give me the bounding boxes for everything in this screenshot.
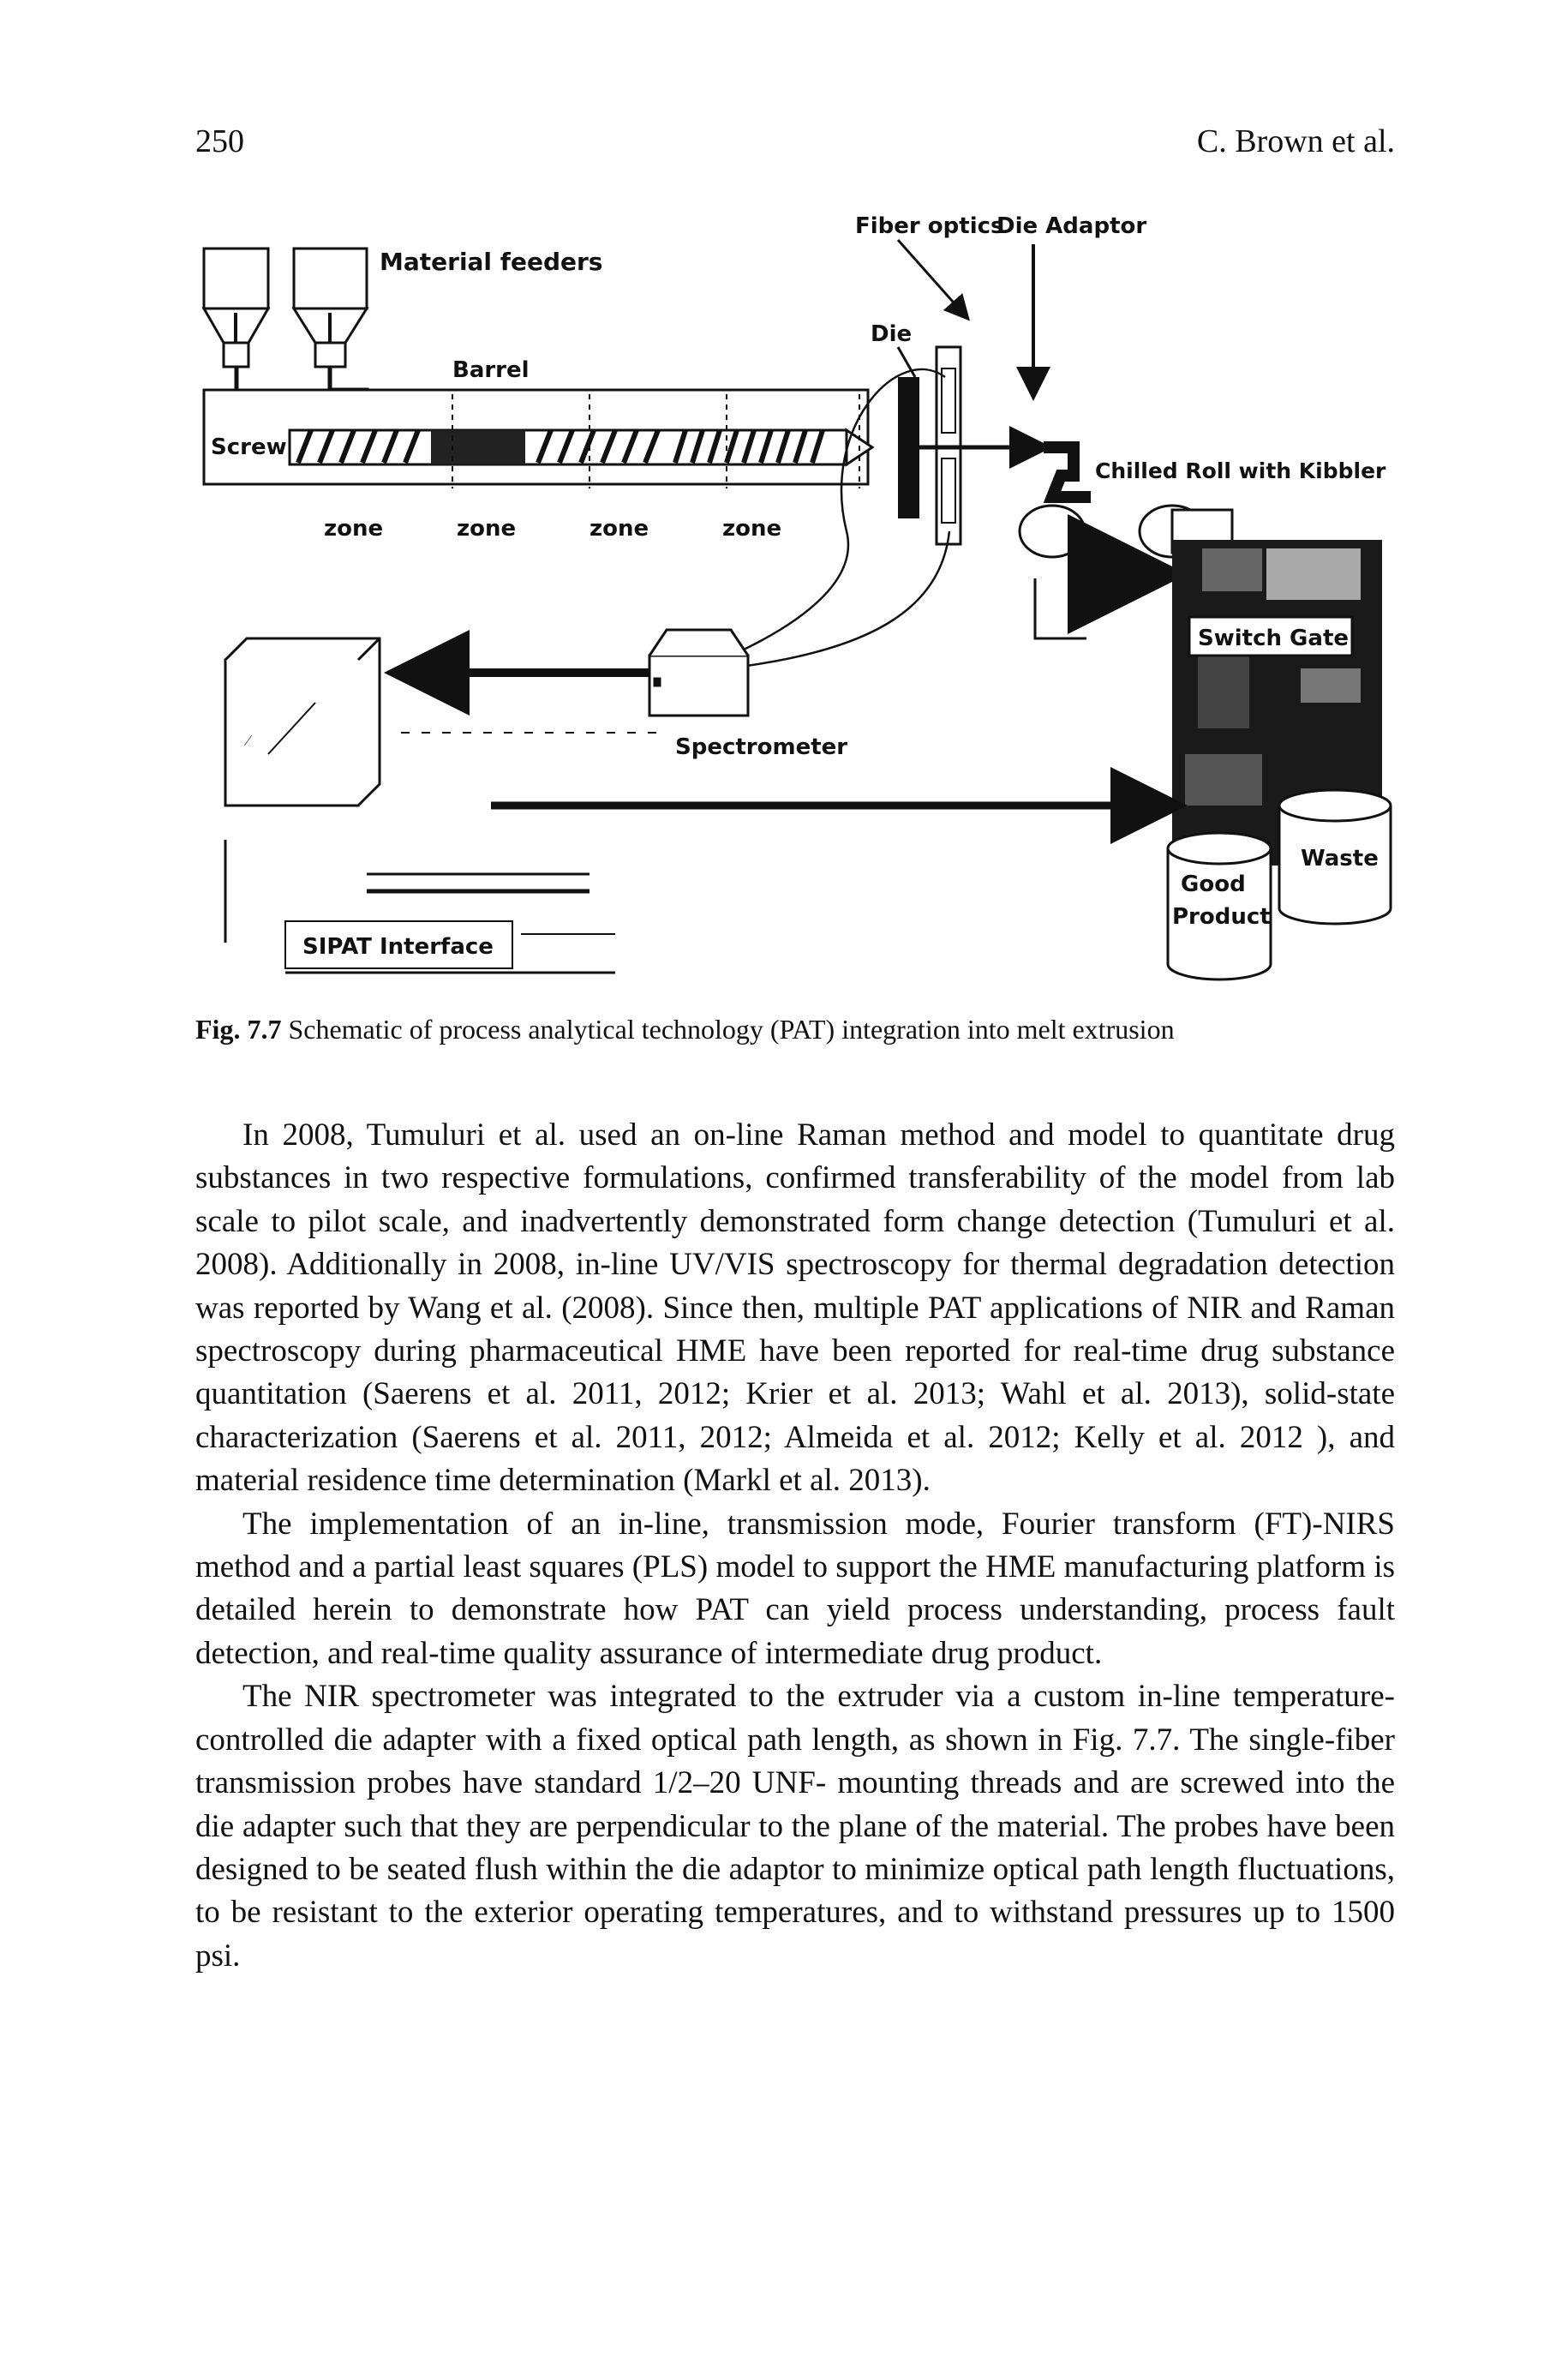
spectrometer-label: Spectrometer [675, 734, 847, 760]
zone-4-label: zone [722, 516, 781, 542]
computer-monitor [224, 637, 381, 807]
screw-label: Screw [211, 434, 287, 460]
waste-label: Waste [1301, 846, 1379, 872]
schematic-diagram: Material feeders Barrel Fiber optics Die… [201, 213, 1392, 981]
switch-gate-label: Switch Gate [1198, 626, 1349, 651]
fiber-optic-cable-1 [700, 368, 946, 670]
running-head: C. Brown et al. [1196, 123, 1395, 159]
chilled-roll-label: Chilled Roll with Kibbler [1095, 458, 1386, 483]
zone-2-label: zone [457, 516, 516, 542]
figure-caption-text: Schematic of process analytical technolo… [288, 1014, 1175, 1045]
sipat-interface-label: SIPAT Interface [302, 934, 494, 960]
die-label: Die [871, 321, 912, 347]
good-product-container [1166, 831, 1272, 981]
page-header: 250 C. Brown et al. [195, 123, 1395, 165]
fiber-optics-pointer [896, 239, 970, 321]
kibbler-housing [1033, 578, 1086, 640]
good-product-label-line2: Product [1172, 904, 1271, 930]
paragraph-1: In 2008, Tumuluri et al. used an on-line… [195, 1117, 1395, 1499]
good-product-label-line1: Good [1181, 872, 1246, 897]
body-text: In 2008, Tumuluri et al. used an on-line… [195, 1114, 1395, 1978]
fiber-optics-label: Fiber optics [855, 213, 1004, 239]
die-adaptor-label: Die Adaptor [996, 213, 1146, 239]
die-adaptor [898, 345, 1052, 546]
zone-1-label: zone [324, 516, 383, 542]
spectrometer [648, 628, 750, 717]
die-pointer [896, 346, 917, 378]
fiber-optic-cable-2 [726, 530, 951, 670]
figure-pat-schematic: Material feeders Barrel Fiber optics Die… [195, 206, 1395, 994]
screw [288, 428, 875, 467]
page-number: 250 [195, 123, 244, 159]
waste-container [1278, 788, 1392, 925]
material-feeders [201, 247, 369, 368]
monitor-screen-glyph: ∕ [243, 732, 253, 749]
figure-caption: Fig. 7.7 Schematic of process analytical… [195, 1011, 1395, 1047]
figure-caption-label: Fig. 7.7 [195, 1014, 282, 1045]
sipat-interface [224, 840, 615, 974]
paragraph-2: The implementation of an in-line, transm… [195, 1506, 1395, 1671]
extrudate-strand [1043, 441, 1091, 503]
zone-3-label: zone [589, 516, 649, 542]
material-feeders-label: Material feeders [380, 248, 602, 276]
barrel-label: Barrel [452, 357, 530, 383]
paragraph-3: The NIR spectrometer was integrated to t… [195, 1679, 1395, 1974]
